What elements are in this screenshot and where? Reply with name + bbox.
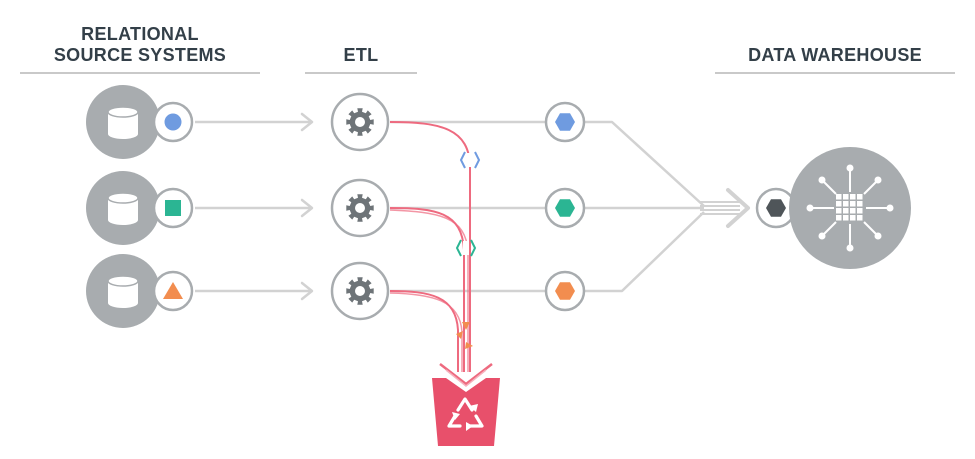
square-shape-icon <box>165 200 181 216</box>
triangle-shape-icon <box>163 282 183 299</box>
rejected-token-green <box>455 239 477 257</box>
flow-arrowhead-2 <box>300 198 314 218</box>
rejected-fragment-orange-2 <box>456 331 463 339</box>
flow-line-merge-1 <box>584 120 705 207</box>
reject-line-3 <box>389 290 459 372</box>
header-underline-etl <box>305 72 417 74</box>
merge-arrowhead <box>726 188 750 228</box>
etl-node-2 <box>330 178 390 238</box>
bin-body <box>432 378 500 446</box>
recycle-symbol <box>447 397 484 431</box>
rejected-fragment-orange-1 <box>462 322 470 330</box>
transformed-node-2 <box>544 187 586 229</box>
source-system-3 <box>86 254 194 328</box>
source-system-1 <box>86 85 194 159</box>
gear-icon <box>346 108 374 136</box>
hexagon-shape-icon <box>555 113 575 131</box>
header-data-warehouse: DATA WAREHOUSE <box>748 45 922 65</box>
header-underline-warehouse <box>715 72 955 74</box>
hexagon-shape-icon <box>766 199 786 217</box>
transformed-node-3 <box>544 270 586 312</box>
circle-shape-icon <box>164 113 182 131</box>
rejected-token-blue <box>459 151 481 169</box>
source-system-2 <box>86 171 194 245</box>
etl-node-3 <box>330 261 390 321</box>
hexagon-shape-icon <box>555 282 575 300</box>
flow-arrowhead-1 <box>300 112 314 132</box>
recycle-bin-icon <box>432 363 500 446</box>
bin-arrowhead-inner <box>445 369 487 387</box>
header-underline-sources <box>20 72 260 74</box>
transformed-node-1 <box>544 101 586 143</box>
hexagon-shape-icon <box>555 199 575 217</box>
gear-icon <box>346 277 374 305</box>
header-etl: ETL <box>343 45 379 65</box>
flow-line-merge-3 <box>584 211 705 293</box>
warehouse-grid-icon <box>806 164 894 252</box>
gear-icon <box>346 194 374 222</box>
database-icon <box>107 192 139 225</box>
etl-node-1 <box>330 92 390 152</box>
data-warehouse <box>755 147 911 269</box>
reject-line-bundle-b <box>389 292 463 372</box>
rejected-fragment-orange-3 <box>465 342 473 349</box>
database-icon <box>107 106 139 139</box>
header-relational-source-systems: RELATIONAL SOURCE SYSTEMS <box>53 24 227 65</box>
bin-arrowhead <box>439 363 493 386</box>
flow-arrowhead-3 <box>300 281 314 301</box>
database-icon <box>107 275 139 308</box>
